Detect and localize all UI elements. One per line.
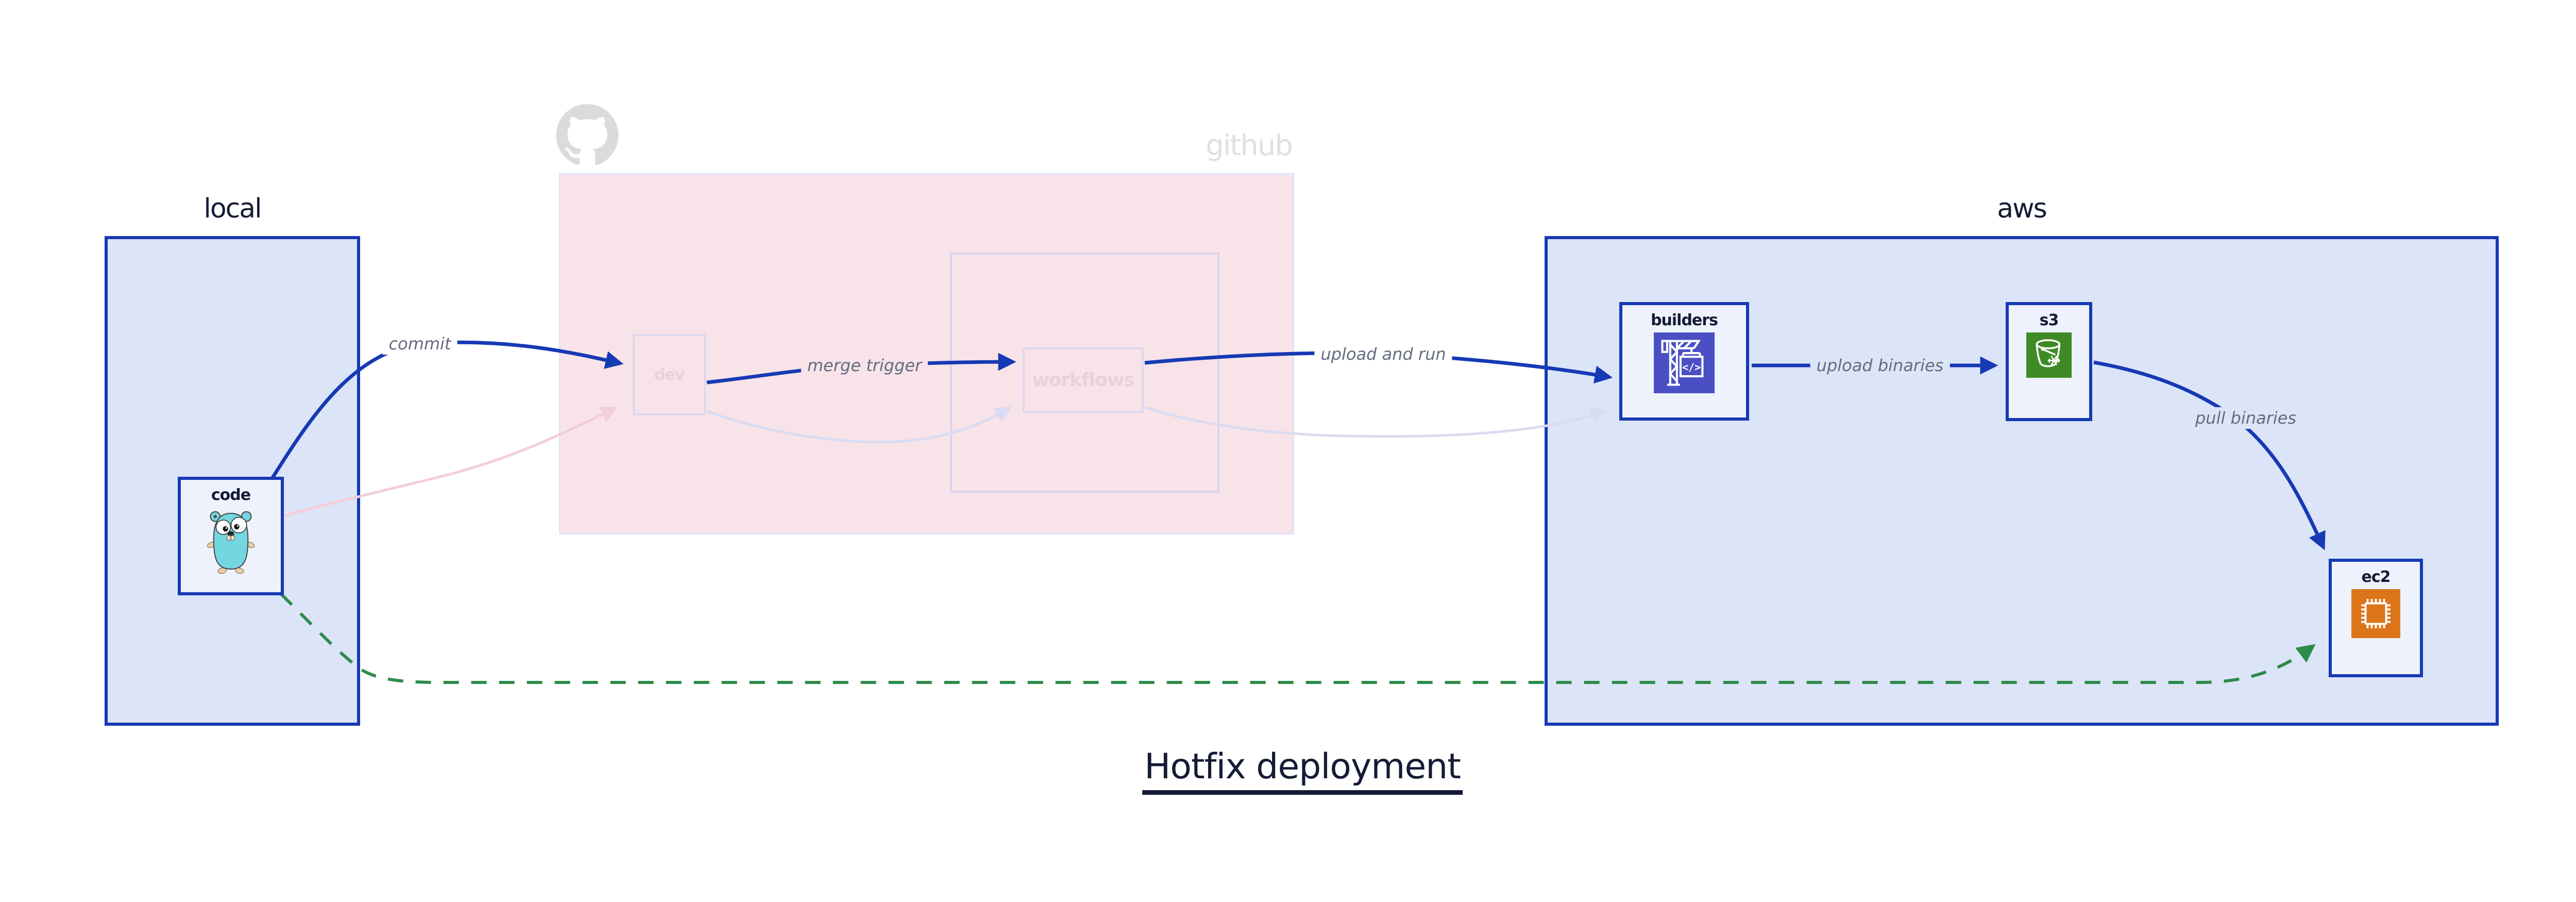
zone-local-label: local bbox=[204, 193, 262, 224]
svg-text:</>: </> bbox=[1682, 361, 1701, 373]
edge-upload-and-run-label: upload and run bbox=[1314, 343, 1452, 365]
node-s3-label: s3 bbox=[2039, 311, 2059, 329]
node-builders-label: builders bbox=[1651, 311, 1718, 329]
node-branch-dev: dev bbox=[633, 334, 706, 415]
github-octocat-icon bbox=[556, 104, 619, 165]
page-title: Hotfix deployment bbox=[1142, 746, 1463, 795]
node-code-label: code bbox=[211, 486, 251, 504]
node-ec2-label: ec2 bbox=[2361, 568, 2391, 586]
node-ec2: ec2 bbox=[2329, 559, 2423, 677]
edge-commit-label: commit bbox=[382, 333, 457, 355]
aws-ec2-chip-icon bbox=[2351, 589, 2400, 638]
edge-merge-trigger-label: merge trigger bbox=[801, 355, 928, 376]
edge-pull-binaries-label: pull binaries bbox=[2189, 407, 2303, 429]
node-builders: builders </> bbox=[1619, 302, 1749, 421]
node-dev-label: dev bbox=[654, 365, 685, 384]
node-s3: s3 bbox=[2006, 302, 2092, 421]
node-code: code bbox=[178, 477, 284, 595]
node-workflows-label: workflows bbox=[1032, 370, 1134, 391]
aws-s3-glacier-bucket-icon bbox=[2026, 332, 2072, 378]
zone-aws-label: aws bbox=[1997, 193, 2047, 224]
aws-codebuild-crane-icon: </> bbox=[1654, 332, 1715, 393]
edge-upload-binaries-label: upload binaries bbox=[1810, 355, 1950, 376]
node-workflows: workflows bbox=[1023, 347, 1144, 413]
go-gopher-icon bbox=[207, 511, 255, 574]
zone-github-label: github bbox=[1206, 129, 1293, 162]
